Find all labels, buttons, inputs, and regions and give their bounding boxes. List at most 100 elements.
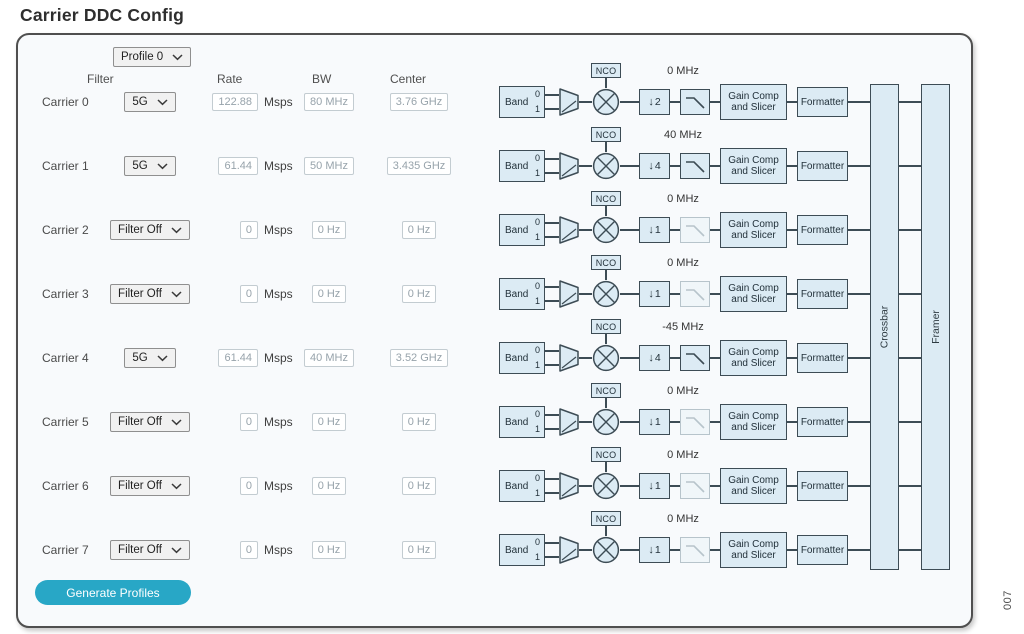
gain-comp-label-line2: and Slicer (731, 294, 776, 305)
rate-input[interactable]: 0 (239, 221, 258, 239)
filter-curve-icon (685, 288, 705, 301)
profile-dropdown[interactable]: Profile 0 (113, 47, 192, 67)
rate-unit-label: Msps (264, 543, 293, 557)
rate-input[interactable]: 0 (239, 413, 258, 431)
bw-input[interactable]: 0 Hz (311, 477, 347, 495)
carrier-datapath-row: Band 0 1 NCO 0 MHz ↓ 1 (18, 441, 975, 531)
band-label: Band (505, 480, 529, 492)
center-input[interactable]: 0 Hz (401, 477, 437, 495)
bw-input[interactable]: 0 Hz (311, 221, 347, 239)
rate-input[interactable]: 61.44 (218, 157, 258, 175)
decimation-factor: 1 (654, 224, 661, 236)
bw-input[interactable]: 0 Hz (311, 413, 347, 431)
band-label: Band (505, 96, 529, 108)
connector-line (787, 165, 797, 167)
connector-line (545, 364, 559, 366)
nco-box: NCO (591, 255, 621, 270)
carrier-filter-dropdown[interactable]: 5G (124, 348, 176, 368)
lowpass-filter-shape (680, 281, 710, 307)
bw-input[interactable]: 40 MHz (304, 349, 354, 367)
carrier-filter-dropdown[interactable]: 5G (124, 92, 176, 112)
chevron-down-icon (171, 226, 182, 233)
connector-line (620, 357, 639, 359)
center-input[interactable]: 0 Hz (401, 285, 437, 303)
bw-input[interactable]: 80 MHz (304, 93, 354, 111)
connector-line (545, 350, 559, 352)
bw-input[interactable]: 50 MHz (304, 157, 354, 175)
carrier-filter-dropdown[interactable]: Filter Off (110, 220, 190, 240)
center-input[interactable]: 3.435 GHz (386, 157, 452, 175)
nco-box: NCO (591, 383, 621, 398)
rate-unit-label: Msps (264, 223, 293, 237)
rate-input[interactable]: 0 (239, 541, 258, 559)
carrier-label: Carrier 7 (42, 543, 89, 557)
connector-line (545, 236, 559, 238)
carrier-filter-dropdown[interactable]: Filter Off (110, 476, 190, 496)
bw-input[interactable]: 0 Hz (311, 285, 347, 303)
mux-icon (559, 216, 579, 244)
carrier-datapath-row: Band 0 1 NCO 40 MHz ↓ 4 (18, 121, 975, 211)
carrier-filter-dropdown[interactable]: Filter Off (110, 540, 190, 560)
config-panel: Profile 0 Filter Rate BW Center Crossbar… (16, 33, 973, 628)
rate-unit-label: Msps (264, 479, 293, 493)
connector-line (710, 229, 720, 231)
mixer-icon (592, 344, 620, 372)
band-box: Band 0 1 (499, 406, 545, 438)
generate-profiles-button[interactable]: Generate Profiles (35, 580, 191, 605)
connector-line (620, 229, 639, 231)
connector-line (848, 549, 870, 551)
filter-curve-icon (685, 544, 705, 557)
gain-comp-label-line2: and Slicer (731, 422, 776, 433)
connector-line (545, 542, 559, 544)
carrier-filter-dropdown[interactable]: Filter Off (110, 284, 190, 304)
connector-line (545, 428, 559, 430)
carrier-config-row: Carrier 3 Filter Off 0 Msps 0 Hz 0 Hz (18, 273, 488, 315)
connector-line (670, 101, 680, 103)
nco-frequency-label: 0 MHz (667, 448, 699, 461)
band-box: Band 0 1 (499, 86, 545, 118)
chevron-down-icon (171, 546, 182, 553)
center-input[interactable]: 3.52 GHz (389, 349, 449, 367)
connector-line (579, 485, 592, 487)
decimation-factor: 4 (654, 160, 661, 172)
connector-line (620, 101, 639, 103)
nco-frequency-label: -45 MHz (662, 320, 704, 333)
center-input[interactable]: 0 Hz (401, 221, 437, 239)
bw-input[interactable]: 0 Hz (311, 541, 347, 559)
rate-input[interactable]: 0 (239, 477, 258, 495)
rate-input[interactable]: 122.88 (212, 93, 258, 111)
formatter-box: Formatter (797, 87, 848, 117)
connector-line (620, 293, 639, 295)
band-port-1: 1 (534, 552, 540, 562)
down-arrow-icon: ↓ (648, 480, 654, 492)
decimation-box: ↓ 2 (639, 89, 670, 115)
band-label: Band (505, 224, 529, 236)
rate-input[interactable]: 61.44 (218, 349, 258, 367)
band-port-0: 0 (534, 217, 540, 227)
band-label: Band (505, 160, 529, 172)
center-input[interactable]: 0 Hz (401, 541, 437, 559)
connector-line (670, 357, 680, 359)
down-arrow-icon: ↓ (648, 160, 654, 172)
center-input[interactable]: 0 Hz (401, 413, 437, 431)
carrier-filter-dropdown[interactable]: 5G (124, 156, 176, 176)
connector-line (899, 421, 921, 423)
connector-line (605, 462, 607, 472)
filter-curve-icon (685, 480, 705, 493)
decimation-box: ↓ 4 (639, 153, 670, 179)
mux-icon (559, 88, 579, 116)
rate-input[interactable]: 0 (239, 285, 258, 303)
mixer-icon (592, 216, 620, 244)
down-arrow-icon: ↓ (648, 224, 654, 236)
formatter-box: Formatter (797, 471, 848, 501)
nco-frequency-label: 0 MHz (667, 192, 699, 205)
carrier-filter-dropdown[interactable]: Filter Off (110, 412, 190, 432)
decimation-box: ↓ 1 (639, 537, 670, 563)
down-arrow-icon: ↓ (648, 288, 654, 300)
carrier-config-row: Carrier 2 Filter Off 0 Msps 0 Hz 0 Hz (18, 209, 488, 251)
connector-line (848, 485, 870, 487)
gain-comp-slicer-box: Gain Comp and Slicer (720, 84, 787, 120)
connector-line (620, 165, 639, 167)
center-input[interactable]: 3.76 GHz (389, 93, 449, 111)
band-box: Band 0 1 (499, 214, 545, 246)
